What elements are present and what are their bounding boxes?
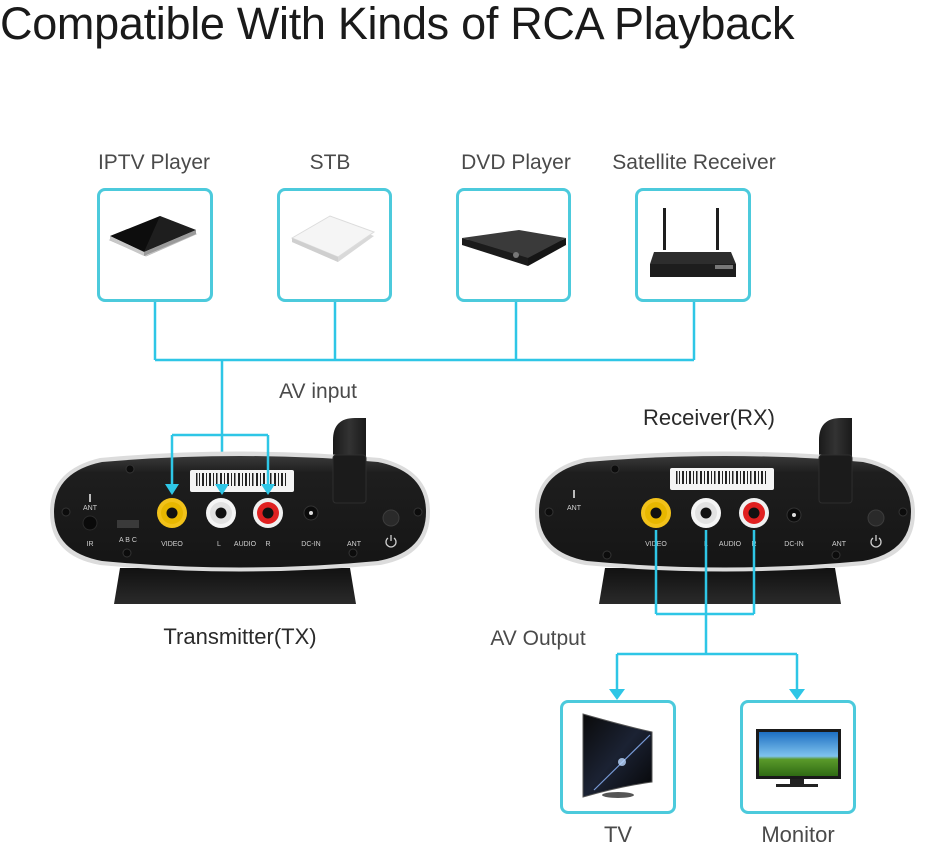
set-top-box-icon [290, 215, 376, 262]
output-label-monitor: Monitor [761, 822, 835, 847]
rx-port-ant-top: ANT [567, 505, 582, 512]
transmitter-device [50, 418, 430, 604]
source-label-stb: STB [309, 151, 351, 174]
tx-port-ir: IR [87, 541, 94, 548]
rx-port-audio: AUDIO [719, 541, 742, 548]
iptv-player-icon [108, 216, 198, 257]
source-label-iptv: IPTV Player [97, 151, 211, 174]
tx-channel-switch: A B C [119, 537, 137, 544]
tx-port-dc-in: DC-IN [301, 541, 320, 548]
rx-port-dc-in: DC-IN [784, 541, 803, 548]
rx-output-arrows [609, 689, 805, 700]
av-output-label: AV Output [490, 627, 586, 650]
tx-input-lines [170, 433, 270, 488]
source-label-satellite: Satellite Receiver [612, 151, 776, 174]
rx-output-lines [615, 530, 799, 690]
tx-port-video: VIDEO [161, 541, 183, 548]
rx-port-ant: ANT [832, 541, 847, 548]
page-title: Compatible With Kinds of RCA Playback [0, 0, 795, 49]
dvd-player-icon [462, 230, 566, 266]
tx-port-audio-r: R [265, 541, 270, 548]
receiver-label: Receiver(RX) [642, 405, 776, 430]
tx-port-audio: AUDIO [234, 541, 257, 548]
monitor-icon [756, 729, 841, 787]
source-box-satellite [635, 188, 751, 302]
tx-power-icon [385, 535, 397, 548]
transmitter-label: Transmitter(TX) [163, 624, 317, 649]
receiver-device [535, 418, 915, 604]
rx-power-icon [870, 535, 882, 548]
satellite-receiver-icon [650, 208, 736, 277]
output-label-tv: TV [603, 822, 633, 847]
tx-port-audio-l: L [217, 541, 221, 548]
source-label-dvd: DVD Player [461, 151, 571, 174]
tx-input-arrows [165, 484, 275, 495]
tx-port-ant-top: ANT [83, 505, 98, 512]
av-input-label: AV input [279, 380, 357, 403]
curved-tv-icon [582, 713, 653, 798]
tx-port-ant: ANT [347, 541, 362, 548]
